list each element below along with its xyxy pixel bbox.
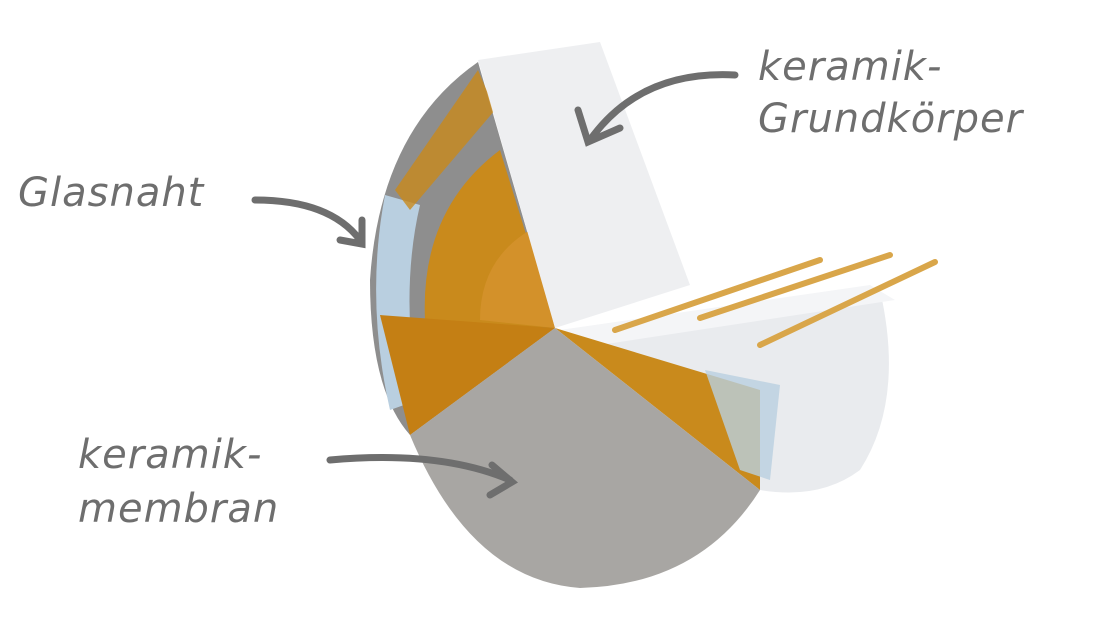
ceramic-membrane: [410, 328, 760, 588]
connection-pins: [612, 252, 938, 348]
glass-seam-right: [705, 370, 780, 480]
label-arrows: [251, 71, 739, 499]
meander-electrode: [395, 70, 495, 210]
ceramic-top-face: [560, 285, 895, 345]
arrow-base: [586, 71, 739, 144]
arrow-membrane: [326, 454, 514, 484]
label-base-line2: Grundkörper: [758, 96, 1024, 142]
label-base-line1: keramik-: [758, 44, 943, 90]
gold-sector-left: [380, 315, 555, 435]
arrow-seam: [251, 196, 364, 244]
label-seam: Glasnaht: [18, 170, 205, 216]
label-membrane-line2: membran: [78, 486, 280, 532]
ceramic-base-body: [478, 42, 690, 328]
label-membrane-line1: keramik-: [78, 432, 263, 478]
